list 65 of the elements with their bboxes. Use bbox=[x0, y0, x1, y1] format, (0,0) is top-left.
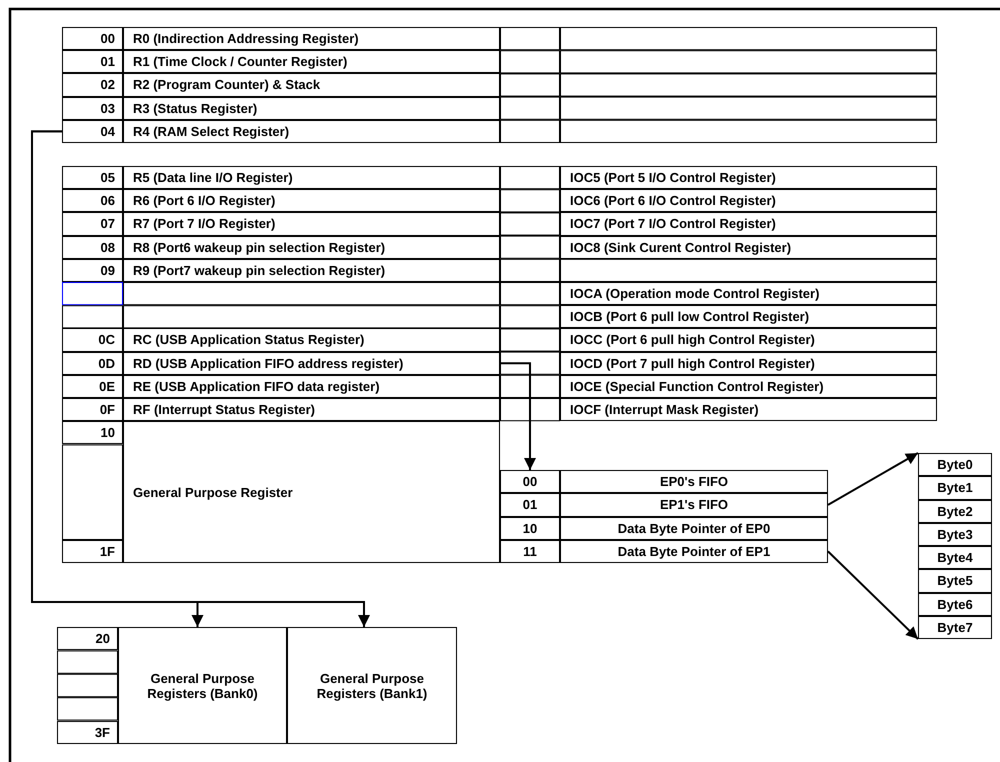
register-cell: R2 (Program Counter) & Stack bbox=[123, 73, 500, 97]
address-cell: 08 bbox=[62, 236, 123, 259]
address-cell: 0D bbox=[62, 352, 123, 375]
fifo-cell: EP1's FIFO bbox=[560, 493, 828, 516]
register-cell: IOC6 (Port 6 I/O Control Register) bbox=[560, 189, 937, 212]
address-cell: 1F bbox=[62, 540, 123, 563]
address-cell: 04 bbox=[62, 120, 123, 143]
register-cell: IOC8 (Sink Curent Control Register) bbox=[560, 236, 937, 259]
byte-cell: Byte6 bbox=[918, 592, 992, 616]
register-cell: R6 (Port 6 I/O Register) bbox=[123, 189, 500, 212]
register-cell: R8 (Port6 wakeup pin selection Register) bbox=[123, 236, 500, 259]
register-cell: RE (USB Application FIFO data register) bbox=[123, 374, 500, 398]
register-cell: R1 (Time Clock / Counter Register) bbox=[123, 50, 500, 74]
address-cell: 00 bbox=[500, 470, 560, 494]
fifo-cell: Data Byte Pointer of EP0 bbox=[560, 516, 828, 540]
arrow bbox=[500, 362, 536, 470]
address-cell: 01 bbox=[500, 493, 560, 516]
address-cell: 03 bbox=[62, 96, 123, 120]
register-cell: R9 (Port7 wakeup pin selection Register) bbox=[123, 258, 500, 282]
register-cell: IOCC (Port 6 pull high Control Register) bbox=[560, 328, 937, 352]
address-cell: 10 bbox=[500, 516, 560, 540]
byte-cell: Byte0 bbox=[918, 453, 992, 476]
bank-cell: General Purpose Registers (Bank0) bbox=[118, 627, 287, 744]
register-cell: R0 (Indirection Addressing Register) bbox=[123, 27, 500, 50]
arrow bbox=[828, 452, 918, 506]
register-cell: IOCB (Port 6 pull low Control Register) bbox=[560, 305, 937, 328]
register-cell: IOC5 (Port 5 I/O Control Register) bbox=[560, 166, 937, 190]
address-cell: 0F bbox=[62, 398, 123, 422]
register-cell: R4 (RAM Select Register) bbox=[123, 120, 500, 143]
address-cell: 20 bbox=[57, 627, 118, 650]
byte-cell: Byte3 bbox=[918, 522, 992, 546]
register-cell: IOCD (Port 7 pull high Control Register) bbox=[560, 352, 937, 375]
register-cell: IOCE (Special Function Control Register) bbox=[560, 374, 937, 398]
register-cell: R3 (Status Register) bbox=[123, 96, 500, 120]
register-cell: RF (Interrupt Status Register) bbox=[123, 398, 500, 422]
address-cell: 02 bbox=[62, 73, 123, 97]
address-cell: 0C bbox=[62, 328, 123, 352]
register-cell: General Purpose Register bbox=[123, 421, 500, 563]
register-cell: R7 (Port 7 I/O Register) bbox=[123, 212, 500, 236]
register-cell: IOC7 (Port 7 I/O Control Register) bbox=[560, 212, 937, 236]
arrow bbox=[31, 130, 370, 627]
address-cell: 05 bbox=[62, 166, 123, 190]
address-cell: 3F bbox=[57, 720, 118, 744]
byte-cell: Byte2 bbox=[918, 500, 992, 523]
address-cell: 00 bbox=[62, 27, 123, 50]
fifo-cell: EP0's FIFO bbox=[560, 470, 828, 494]
byte-cell: Byte5 bbox=[918, 569, 992, 592]
address-cell: 10 bbox=[62, 421, 123, 444]
byte-cell: Byte7 bbox=[918, 616, 992, 639]
arrow bbox=[827, 550, 919, 640]
register-cell: IOCF (Interrupt Mask Register) bbox=[560, 398, 937, 422]
address-cell: 01 bbox=[62, 50, 123, 74]
register-cell: IOCA (Operation mode Control Register) bbox=[560, 282, 937, 306]
fifo-cell: Data Byte Pointer of EP1 bbox=[560, 540, 828, 563]
address-cell: 11 bbox=[500, 540, 560, 563]
bank-cell: General Purpose Registers (Bank1) bbox=[287, 627, 457, 744]
byte-cell: Byte1 bbox=[918, 476, 992, 500]
address-cell: 09 bbox=[62, 258, 123, 282]
byte-cell: Byte4 bbox=[918, 546, 992, 570]
register-cell: RD (USB Application FIFO address register) bbox=[123, 352, 500, 375]
address-cell: 0E bbox=[62, 374, 123, 398]
register-cell: RC (USB Application Status Register) bbox=[123, 328, 500, 352]
register-cell: R5 (Data line I/O Register) bbox=[123, 166, 500, 190]
address-cell: 06 bbox=[62, 189, 123, 212]
address-cell: 07 bbox=[62, 212, 123, 236]
